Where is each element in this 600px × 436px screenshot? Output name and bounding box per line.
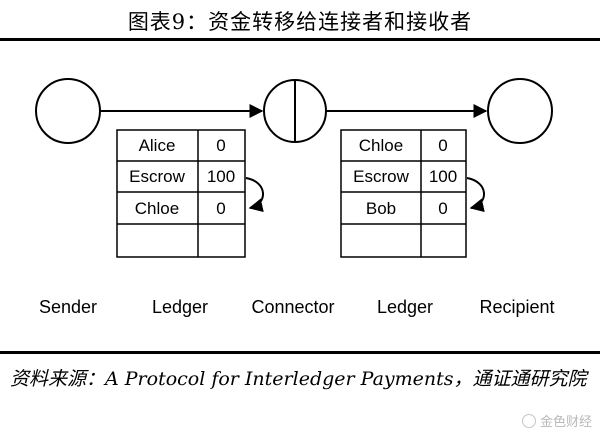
watermark-logo-icon [521, 413, 536, 428]
watermark-text: 金色财经 [539, 415, 592, 430]
source-note: 资料来源：A Protocol for Interledger Payments… [10, 368, 587, 390]
watermark: 金色财经 [521, 411, 592, 430]
ledger-table-1-frame [116, 129, 246, 258]
ledger-1-row-2-balance: 100 [207, 167, 235, 186]
ledger-2-row-1-account: Chloe [359, 136, 403, 155]
ledger-1-row-1-account: Alice [139, 136, 176, 155]
sender-node [35, 78, 101, 144]
ledger-1-label: Ledger [152, 297, 208, 317]
bottom-rule [0, 351, 600, 354]
ledger-2-row-1-balance: 0 [438, 136, 447, 155]
figure-title: 图表9：资金转移给连接者和接收者 [127, 10, 473, 34]
ledger-1-escrow-to-chloe-arrow [245, 177, 264, 213]
ledger-2-label: Ledger [377, 297, 433, 317]
sender-label: Sender [39, 297, 97, 317]
ledger-2-escrow-to-bob-arrow [466, 177, 485, 213]
ledger-table-2-frame [340, 129, 467, 258]
ledger-1-row-3-account: Chloe [135, 199, 179, 218]
connector-label: Connector [251, 297, 334, 317]
recipient-label: Recipient [479, 297, 554, 317]
ledger-table-2: Chloe 0 Escrow 100 Bob 0 [340, 129, 467, 258]
recipient-node [487, 78, 553, 144]
ledger-1-row-3-balance: 0 [216, 199, 225, 218]
top-rule [0, 38, 600, 41]
ledger-2-row-3-account: Bob [366, 199, 396, 218]
ledger-1-row-2-account: Escrow [129, 167, 185, 186]
ledger-2-row-2-balance: 100 [429, 167, 457, 186]
ledger-1-row-1-balance: 0 [216, 136, 225, 155]
ledger-2-row-2-account: Escrow [353, 167, 409, 186]
ledger-table-1: Alice 0 Escrow 100 Chloe 0 [116, 129, 246, 258]
ledger-2-row-3-balance: 0 [438, 199, 447, 218]
